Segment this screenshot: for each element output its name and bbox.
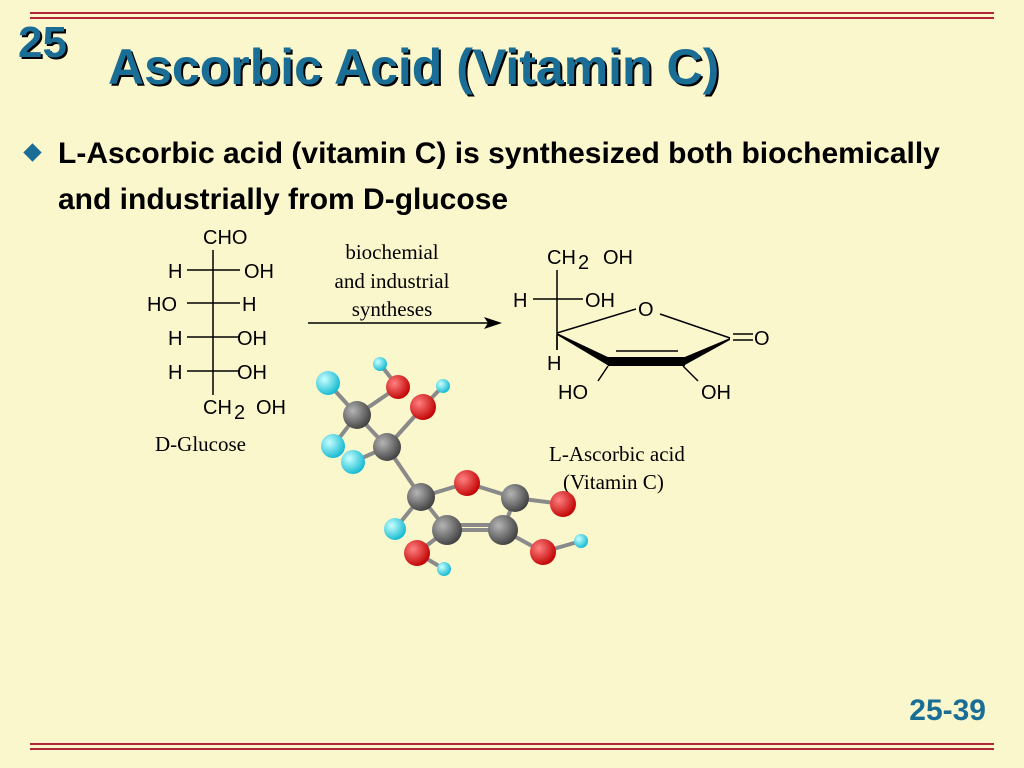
ascorbic-name: L-Ascorbic acid bbox=[549, 442, 685, 466]
oxygen-atom-icon bbox=[386, 375, 410, 399]
ascorbic-ch2: CH bbox=[547, 247, 576, 269]
arrow-label-line2: and industrial bbox=[335, 269, 450, 293]
hydrogen-atom-icon bbox=[384, 518, 406, 540]
hydrogen-atom-icon bbox=[316, 371, 340, 395]
ascorbic-oh-bottom: OH bbox=[701, 382, 731, 404]
ascorbic-h-down: H bbox=[547, 353, 561, 375]
oxygen-atom-icon bbox=[550, 491, 576, 517]
hydrogen-atom-icon bbox=[373, 357, 387, 371]
glucose-row4-right: OH bbox=[237, 362, 267, 384]
ball-and-stick-model bbox=[316, 357, 588, 576]
ascorbic-ch2-oh: OH bbox=[603, 247, 633, 269]
bottom-rule-2 bbox=[30, 748, 994, 750]
ascorbic-name-vitamin: (Vitamin C) bbox=[563, 470, 664, 494]
top-rule-2 bbox=[30, 17, 994, 19]
arrow-label-line1: biochemial bbox=[345, 240, 438, 264]
glucose-row4-left: H bbox=[168, 362, 182, 384]
glucose-cho: CHO bbox=[203, 227, 247, 249]
ascorbic-structure: CH 2 OH H OH O O H HO OH L-Ascorbic acid… bbox=[513, 247, 770, 494]
reaction-arrow: biochemial and industrial syntheses bbox=[308, 240, 502, 329]
page-number: 25-39 bbox=[909, 694, 986, 727]
carbon-atom-icon bbox=[432, 515, 462, 545]
bullet-text: L-Ascorbic acid (vitamin C) is synthesiz… bbox=[58, 137, 940, 216]
oxygen-atom-icon bbox=[410, 394, 436, 420]
ascorbic-ho: HO bbox=[558, 382, 588, 404]
glucose-ch2-subscript: 2 bbox=[234, 402, 245, 424]
glucose-row3-right: OH bbox=[237, 328, 267, 350]
hydrogen-atom-icon bbox=[437, 562, 451, 576]
oxygen-atom-icon bbox=[404, 540, 430, 566]
glucose-ch2: CH bbox=[203, 397, 232, 419]
arrow-head-icon bbox=[484, 317, 502, 329]
ascorbic-h: H bbox=[513, 290, 527, 312]
ascorbic-oh: OH bbox=[585, 290, 615, 312]
hydrogen-atom-icon bbox=[321, 434, 345, 458]
glucose-name: D-Glucose bbox=[155, 432, 246, 456]
bottom-rule bbox=[30, 743, 994, 745]
hydrogen-atom-icon bbox=[341, 450, 365, 474]
glucose-ch2-oh: OH bbox=[256, 397, 286, 419]
hydrogen-atom-icon bbox=[436, 379, 450, 393]
glucose-row1-right: OH bbox=[244, 261, 274, 283]
glucose-row3-left: H bbox=[168, 328, 182, 350]
ascorbic-ch2-subscript: 2 bbox=[578, 252, 589, 274]
top-rule bbox=[30, 12, 994, 14]
carbon-atom-icon bbox=[501, 484, 529, 512]
carbon-atom-icon bbox=[488, 515, 518, 545]
slide-title: Ascorbic Acid (Vitamin C) bbox=[108, 39, 720, 95]
ascorbic-ring-o: O bbox=[638, 299, 654, 321]
ascorbic-carbonyl-o: O bbox=[754, 328, 770, 350]
chapter-number: 25 bbox=[18, 18, 67, 67]
carbon-atom-icon bbox=[407, 483, 435, 511]
oxygen-atom-icon bbox=[530, 539, 556, 565]
glucose-row1-left: H bbox=[168, 261, 182, 283]
glucose-structure: CHO H OH HO H H OH H OH CH 2 OH D-Glucos… bbox=[147, 227, 286, 456]
arrow-label-line3: syntheses bbox=[352, 297, 433, 321]
hydrogen-atom-icon bbox=[574, 534, 588, 548]
glucose-row2-left: HO bbox=[147, 294, 177, 316]
oxygen-atom-icon bbox=[454, 470, 480, 496]
carbon-atom-icon bbox=[343, 401, 371, 429]
carbon-atom-icon bbox=[373, 433, 401, 461]
glucose-row2-right: H bbox=[242, 294, 256, 316]
